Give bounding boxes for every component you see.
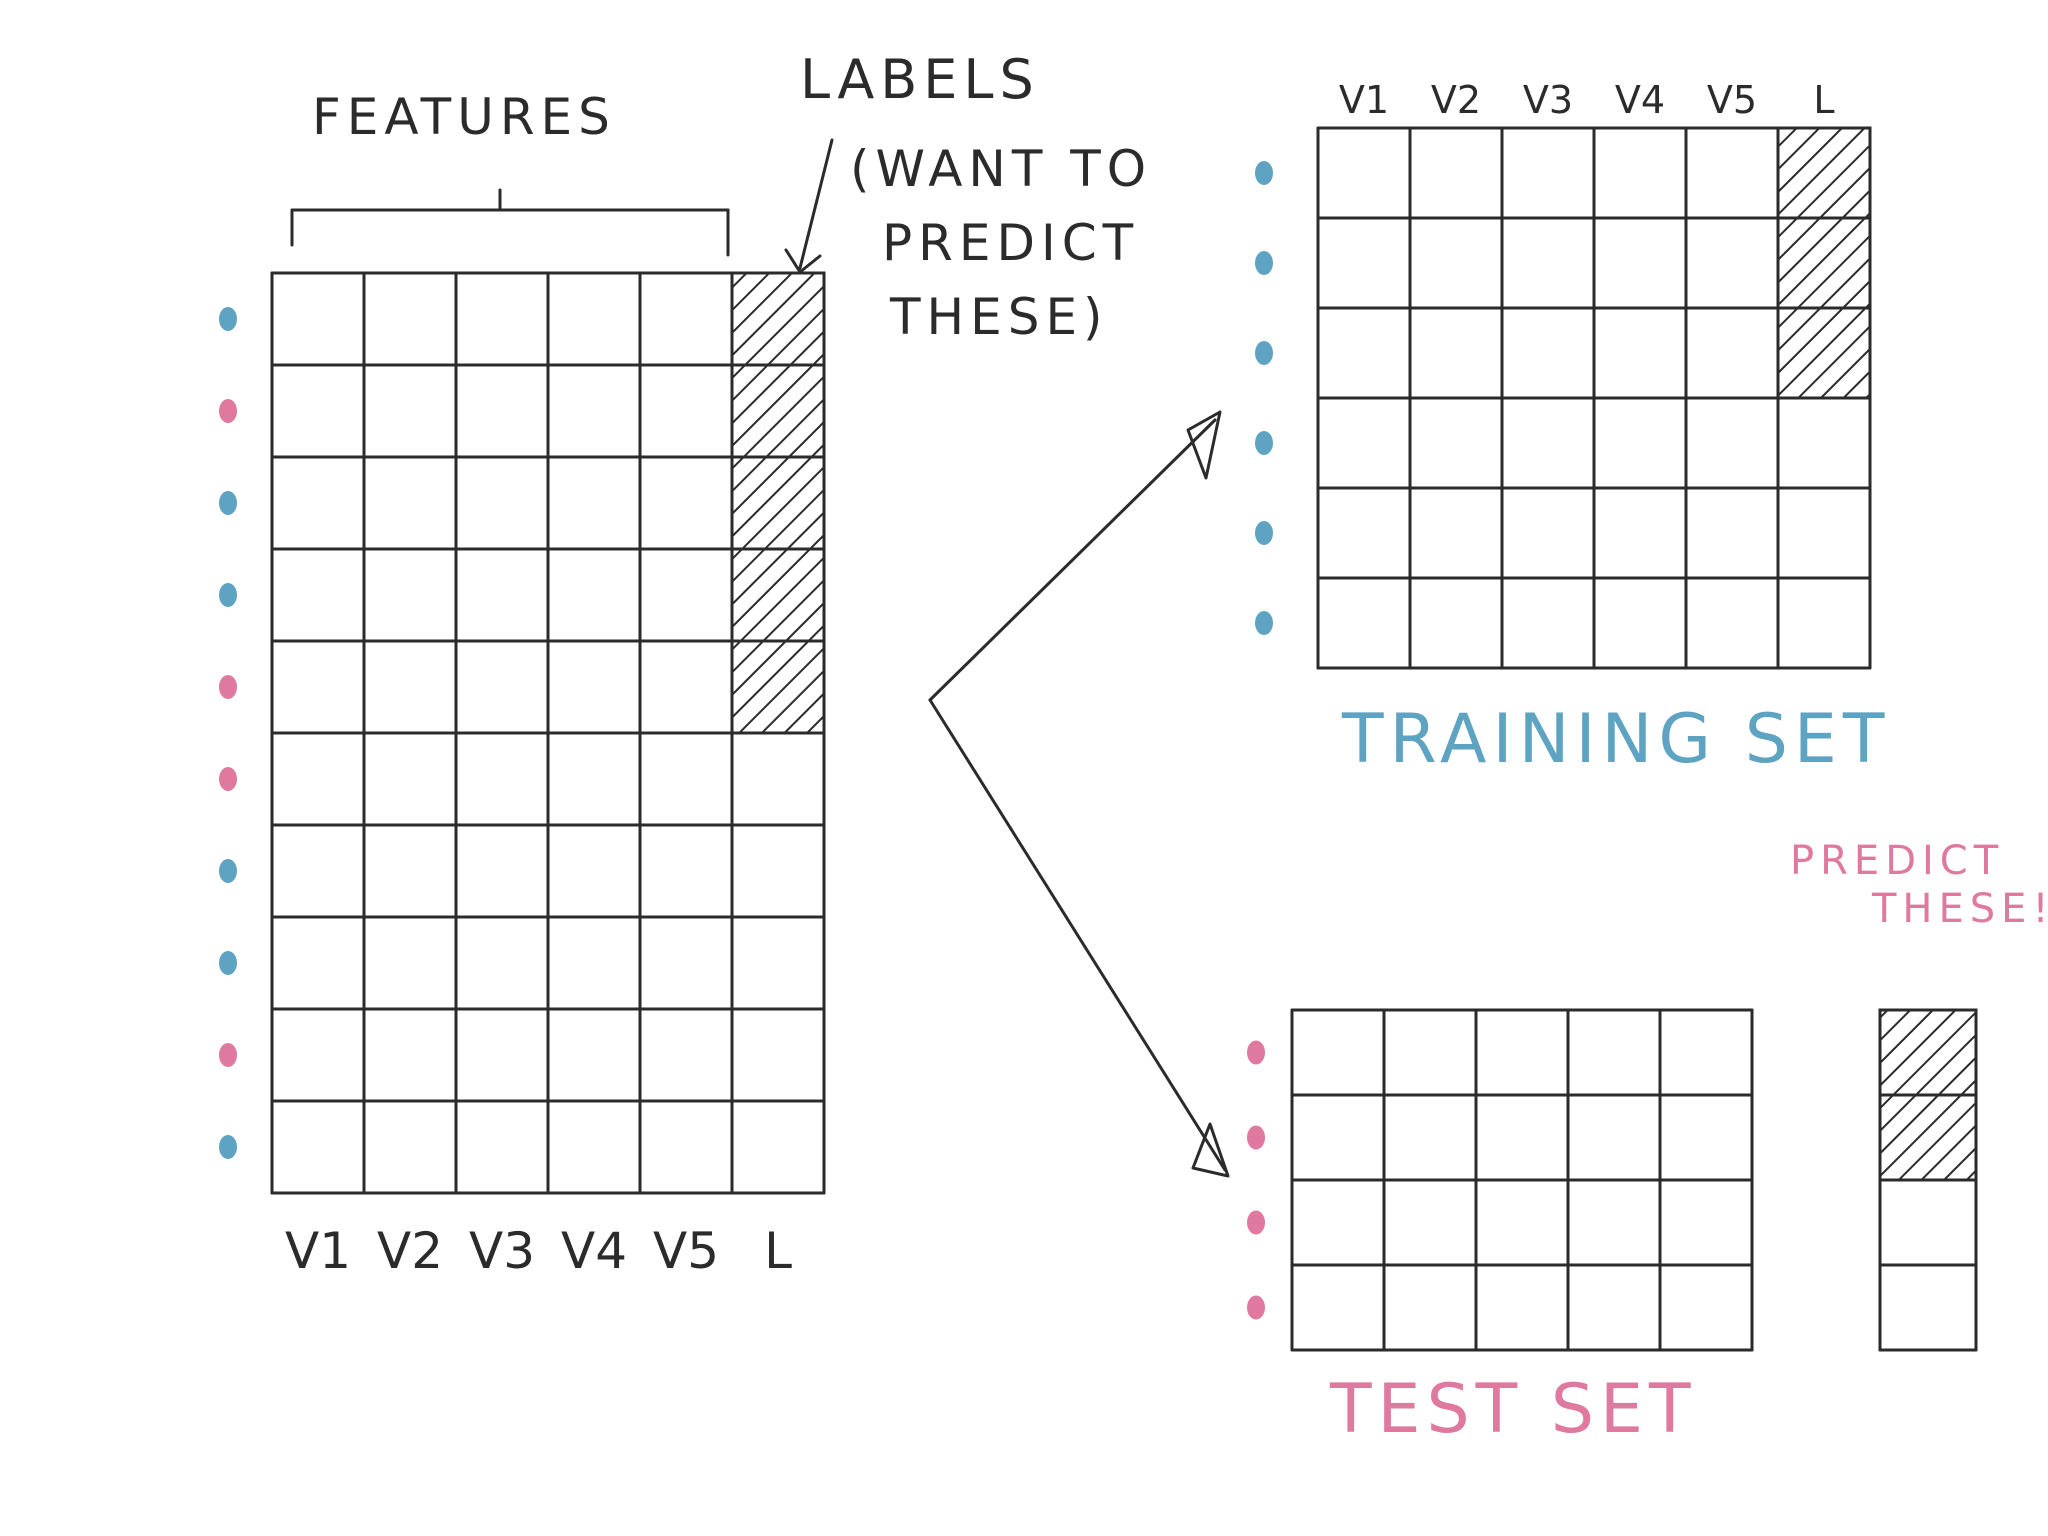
test-table-grid bbox=[1290, 1008, 1754, 1352]
full-table-grid bbox=[270, 271, 826, 1195]
predicted-labels-column bbox=[1878, 1008, 1978, 1352]
dot-icon bbox=[1255, 521, 1273, 545]
dot-icon bbox=[1255, 251, 1273, 275]
dot-icon bbox=[219, 491, 237, 515]
dot-icon bbox=[1247, 1125, 1265, 1150]
dot-icon bbox=[219, 1135, 237, 1159]
test-set-table bbox=[1247, 1008, 1754, 1352]
training-label-shading bbox=[1776, 126, 1872, 400]
dot-icon bbox=[219, 859, 237, 883]
predicted-cell-shaded bbox=[1878, 1093, 1978, 1182]
label-cell-shaded bbox=[730, 455, 826, 551]
full-table-row-markers bbox=[219, 307, 237, 1159]
training-label-cell-shaded bbox=[1776, 126, 1872, 220]
features-bracket bbox=[290, 188, 730, 257]
labels-note-line1: LABELS bbox=[800, 48, 1040, 111]
dot-icon bbox=[219, 1043, 237, 1067]
test-set-title: TEST SET bbox=[1330, 1370, 1697, 1449]
training-label-cell-shaded bbox=[1776, 306, 1872, 400]
label-cell-shaded bbox=[730, 639, 826, 735]
training-column-header: V2 bbox=[1430, 78, 1482, 122]
dot-icon bbox=[219, 767, 237, 791]
column-header: V4 bbox=[560, 1222, 627, 1280]
label-cell-shaded bbox=[730, 271, 826, 367]
training-set-table bbox=[1255, 126, 1872, 670]
test-row-markers bbox=[1247, 1040, 1265, 1320]
column-header: V1 bbox=[284, 1222, 351, 1280]
label-cell-shaded bbox=[730, 547, 826, 643]
training-column-header: V5 bbox=[1706, 78, 1758, 122]
dot-icon bbox=[1255, 611, 1273, 635]
dot-icon bbox=[219, 951, 237, 975]
training-column-header: V1 bbox=[1338, 78, 1390, 122]
column-header: V2 bbox=[376, 1222, 443, 1280]
label-cell-shaded bbox=[730, 363, 826, 459]
labels-note-line3: PREDICT bbox=[882, 214, 1140, 272]
predict-note-line2: THESE! bbox=[1872, 886, 2048, 932]
training-label-cell-shaded bbox=[1776, 216, 1872, 310]
column-header: L bbox=[764, 1222, 792, 1280]
dot-icon bbox=[219, 675, 237, 699]
predict-note-line1: PREDICT bbox=[1790, 838, 2005, 884]
dot-icon bbox=[1247, 1295, 1265, 1320]
training-column-header: V3 bbox=[1522, 78, 1574, 122]
predicted-cell-shaded bbox=[1878, 1008, 1978, 1097]
training-set-title: TRAINING SET bbox=[1342, 700, 1891, 779]
dot-icon bbox=[1255, 341, 1273, 365]
column-header: V3 bbox=[468, 1222, 535, 1280]
split-arrow-icon bbox=[928, 410, 1230, 1178]
dot-icon bbox=[1255, 431, 1273, 455]
predicted-column-grid bbox=[1878, 1008, 1978, 1352]
label-column-shading bbox=[730, 271, 826, 735]
dot-icon bbox=[219, 583, 237, 607]
column-header: V5 bbox=[652, 1222, 719, 1280]
features-label: FEATURES bbox=[312, 88, 616, 146]
dot-icon bbox=[1255, 161, 1273, 185]
training-table-grid bbox=[1316, 126, 1872, 670]
dot-icon bbox=[1247, 1210, 1265, 1235]
dot-icon bbox=[219, 399, 237, 423]
labels-note-line4: THESE) bbox=[890, 288, 1109, 346]
training-row-markers bbox=[1255, 161, 1273, 635]
full-data-table bbox=[219, 271, 826, 1195]
down-arrow-icon bbox=[784, 138, 834, 274]
training-column-header: L bbox=[1813, 78, 1835, 122]
dot-icon bbox=[219, 307, 237, 331]
dot-icon bbox=[1247, 1040, 1265, 1065]
training-column-header: V4 bbox=[1614, 78, 1666, 122]
labels-note-line2: (WANT TO bbox=[850, 140, 1153, 198]
